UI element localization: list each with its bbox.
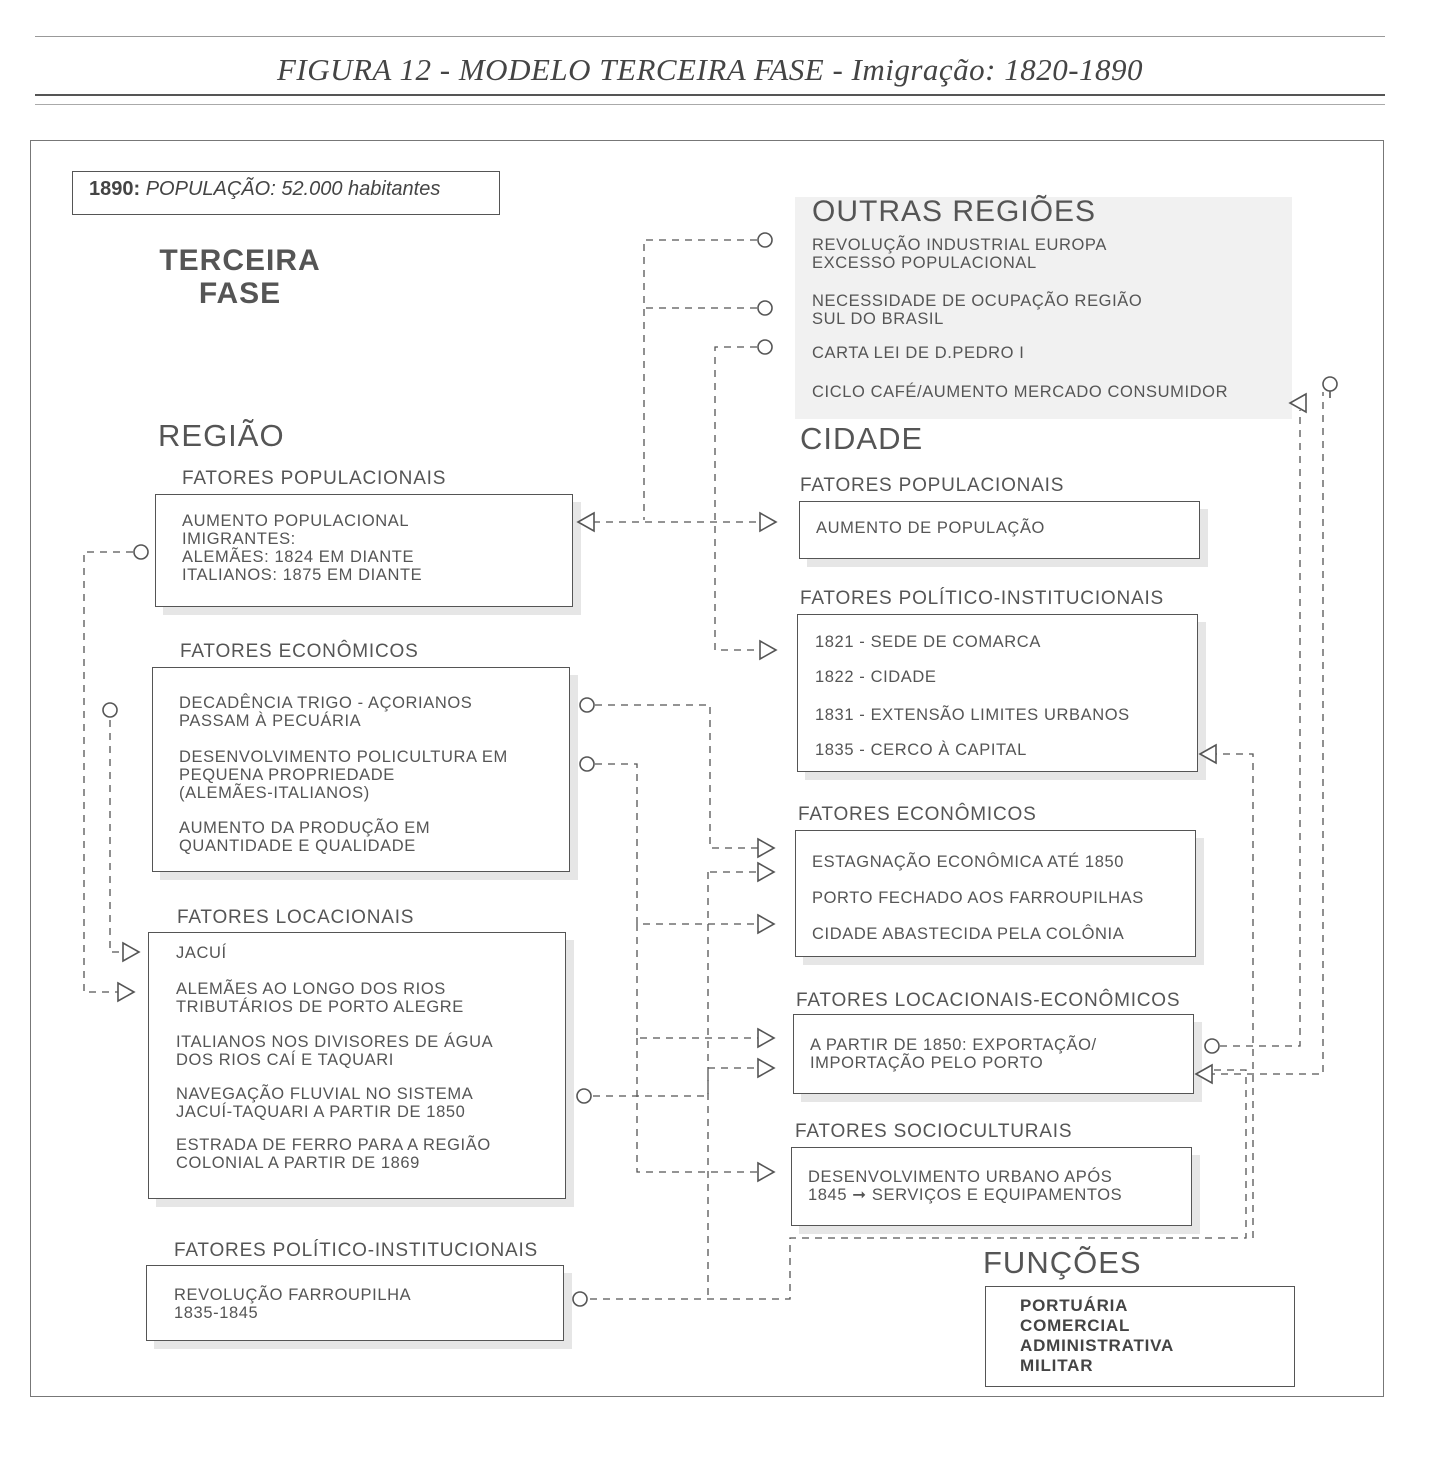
population-box: 1890: POPULAÇÃO: 52.000 habitantes [72,171,500,215]
regiao-economicos-item-1: DECADÊNCIA TRIGO - AÇORIANOS PASSAM À PE… [179,694,473,730]
outras-item-2: NECESSIDADE DE OCUPAÇÃO REGIÃO SUL DO BR… [812,292,1143,328]
header-bottom-rule [35,94,1385,96]
cidade-populacionais-box [799,501,1200,559]
cidade-economicos-item-1: ESTAGNAÇÃO ECONÔMICA ATÉ 1850 [812,853,1125,871]
population-label: POPULAÇÃO: 52.000 habitantes [145,178,441,200]
phase-title: TERCEIRA FASE [150,244,330,310]
regiao-economicos-item-2: DESENVOLVIMENTO POLICULTURA EM PEQUENA P… [179,748,508,802]
regiao-populacionais-title: FATORES POPULACIONAIS [182,468,447,489]
cidade-politicos-box [797,614,1198,772]
phase-title-line-2: FASE [198,277,282,310]
cidade-politicos-item-1: 1821 - SEDE DE COMARCA [815,633,1041,651]
cidade-populacionais-title: FATORES POPULACIONAIS [800,475,1065,496]
outras-regioes-panel [795,197,1292,419]
cidade-politicos-item-4: 1835 - CERCO À CAPITAL [815,741,1027,759]
regiao-locacionais-item-1: JACUÍ [176,944,227,962]
regiao-locacionais-item-3: ITALIANOS NOS DIVISORES DE ÁGUA DOS RIOS… [176,1033,494,1069]
outras-item-4: CICLO CAFÉ/AUMENTO MERCADO CONSUMIDOR [812,383,1229,401]
regiao-locacionais-box [148,932,566,1199]
regiao-locacionais-title: FATORES LOCACIONAIS [177,907,415,928]
funcoes-item-2: COMERCIAL [1020,1316,1131,1335]
regiao-populacionais-box [155,494,573,607]
cidade-socioculturais-box [791,1147,1192,1226]
cidade-economicos-item-2: PORTO FECHADO AOS FARROUPILHAS [812,889,1144,907]
regiao-politicos-box [146,1265,564,1341]
cidade-title: CIDADE [800,421,924,456]
cidade-socioculturais-item-1: DESENVOLVIMENTO URBANO APÓS 1845 ➞ SERVI… [808,1168,1123,1204]
cidade-populacionais-item-1: AUMENTO DE POPULAÇÃO [816,519,1045,537]
regiao-locacionais-item-5: ESTRADA DE FERRO PARA A REGIÃO COLONIAL … [176,1136,491,1172]
regiao-locacionais-item-2: ALEMÃES AO LONGO DOS RIOS TRIBUTÁRIOS DE… [176,980,464,1016]
regiao-title: REGIÃO [158,418,285,453]
cidade-socioculturais-title: FATORES SOCIOCULTURAIS [795,1121,1073,1142]
funcoes-title: FUNÇÕES [983,1245,1142,1280]
regiao-locacionais-item-4: NAVEGAÇÃO FLUVIAL NO SISTEMA JACUÍ-TAQUA… [176,1085,474,1121]
header-bottom-rule-2 [35,104,1385,105]
cidade-economicos-item-3: CIDADE ABASTECIDA PELA COLÔNIA [812,925,1125,943]
outras-regioes-title: OUTRAS REGIÕES [812,195,1097,228]
cidade-economicos-title: FATORES ECONÔMICOS [798,804,1037,825]
regiao-populacionais-item-1: AUMENTO POPULACIONAL IMIGRANTES: ALEMÃES… [182,512,423,584]
population-year: 1890: [89,178,141,200]
outras-item-1: REVOLUÇÃO INDUSTRIAL EUROPA EXCESSO POPU… [812,236,1107,272]
funcoes-box [985,1286,1295,1387]
cidade-politicos-item-2: 1822 - CIDADE [815,668,937,686]
phase-title-line-1: TERCEIRA [159,244,321,277]
funcoes-item-1: PORTUÁRIA [1020,1296,1129,1315]
header-top-rule [35,36,1385,37]
diagram-frame [30,140,1384,1397]
regiao-politicos-title: FATORES POLÍTICO-INSTITUCIONAIS [174,1240,539,1261]
outras-item-3: CARTA LEI DE D.PEDRO I [812,344,1025,362]
cidade-locacionais-box [793,1014,1194,1094]
funcoes-item-3: ADMINISTRATIVA [1020,1336,1175,1355]
figure-title: FIGURA 12 - MODELO TERCEIRA FASE - Imigr… [276,52,1144,87]
cidade-economicos-box [795,830,1196,957]
cidade-politicos-title: FATORES POLÍTICO-INSTITUCIONAIS [800,588,1165,609]
regiao-economicos-box [152,667,570,872]
cidade-locacionais-title: FATORES LOCACIONAIS-ECONÔMICOS [796,990,1181,1011]
regiao-economicos-title: FATORES ECONÔMICOS [180,641,419,662]
cidade-locacionais-item-1: A PARTIR DE 1850: EXPORTAÇÃO/ IMPORTAÇÃO… [810,1036,1097,1072]
funcoes-item-4: MILITAR [1020,1356,1094,1375]
regiao-economicos-item-3: AUMENTO DA PRODUÇÃO EM QUANTIDADE E QUAL… [179,819,431,855]
cidade-politicos-item-3: 1831 - EXTENSÃO LIMITES URBANOS [815,706,1130,724]
regiao-politicos-item-1: REVOLUÇÃO FARROUPILHA 1835-1845 [174,1286,412,1322]
